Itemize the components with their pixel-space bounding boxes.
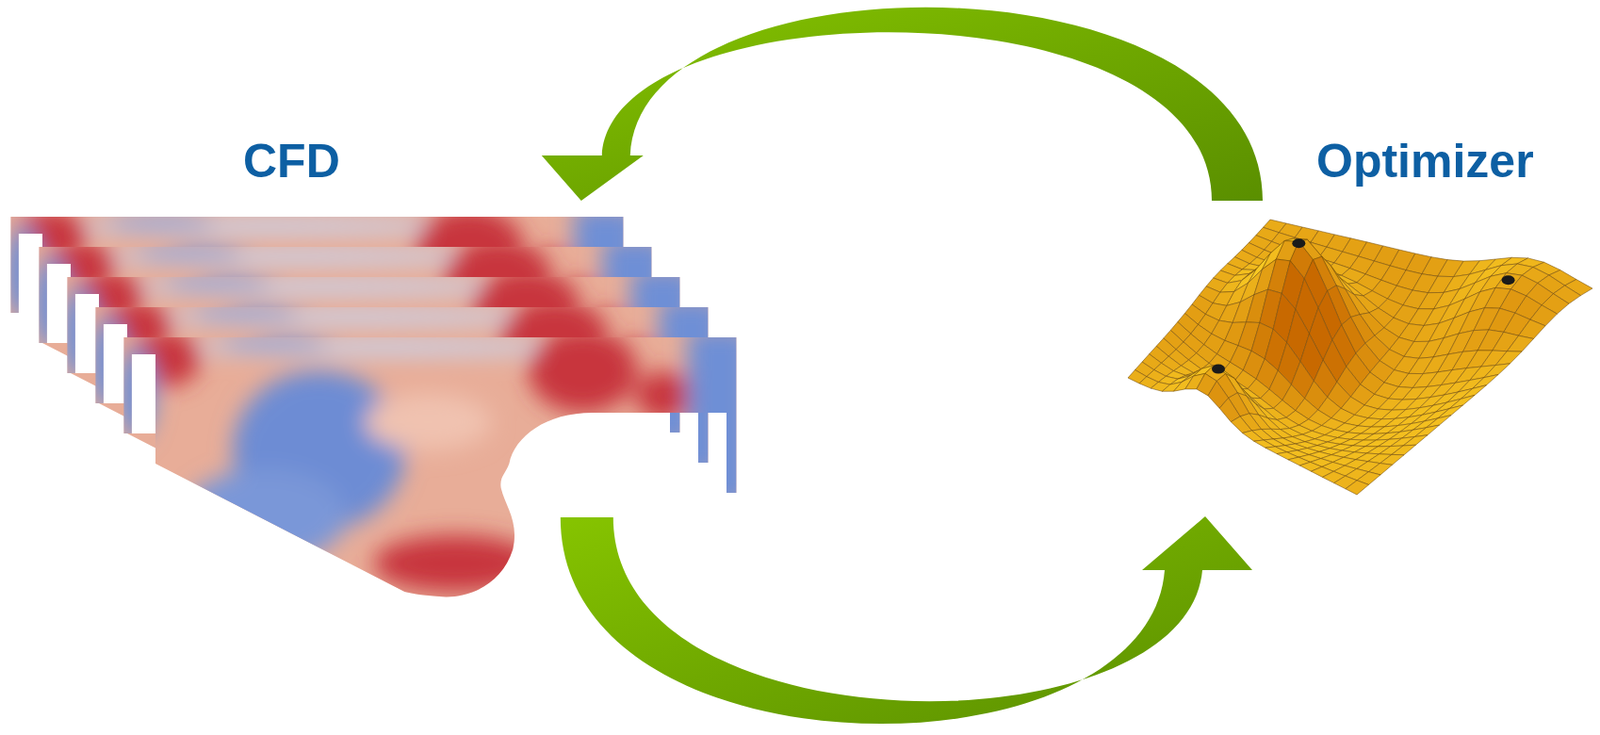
surface-facet	[1230, 416, 1252, 434]
surface-facet	[1345, 480, 1370, 495]
surface-facet	[1391, 444, 1417, 456]
surface-facet	[1506, 335, 1534, 352]
optimum-dot	[1502, 275, 1516, 285]
stage-label: CFD	[243, 134, 341, 188]
surface-facet	[1242, 430, 1264, 441]
optimum-dot	[1211, 364, 1225, 375]
surface-facet	[1437, 405, 1464, 419]
surface-facet	[1380, 454, 1405, 465]
surface-facet	[1403, 435, 1428, 446]
surface-facet	[1518, 319, 1546, 339]
stage-label: Optimizer	[1316, 134, 1535, 188]
stage-label-box: CFD	[237, 132, 346, 190]
surface-facet	[1254, 440, 1276, 448]
loop-arrow	[560, 516, 1253, 724]
objective-surface	[1127, 219, 1593, 495]
loop-arrow	[541, 7, 1263, 201]
surface-facet	[1460, 385, 1486, 400]
cfd-slices	[5, 207, 752, 606]
stage-label-box: Optimizer	[1310, 132, 1540, 190]
optimum-dot	[1291, 238, 1306, 248]
surface-facet	[1449, 394, 1475, 409]
surface-facet	[1495, 351, 1522, 366]
